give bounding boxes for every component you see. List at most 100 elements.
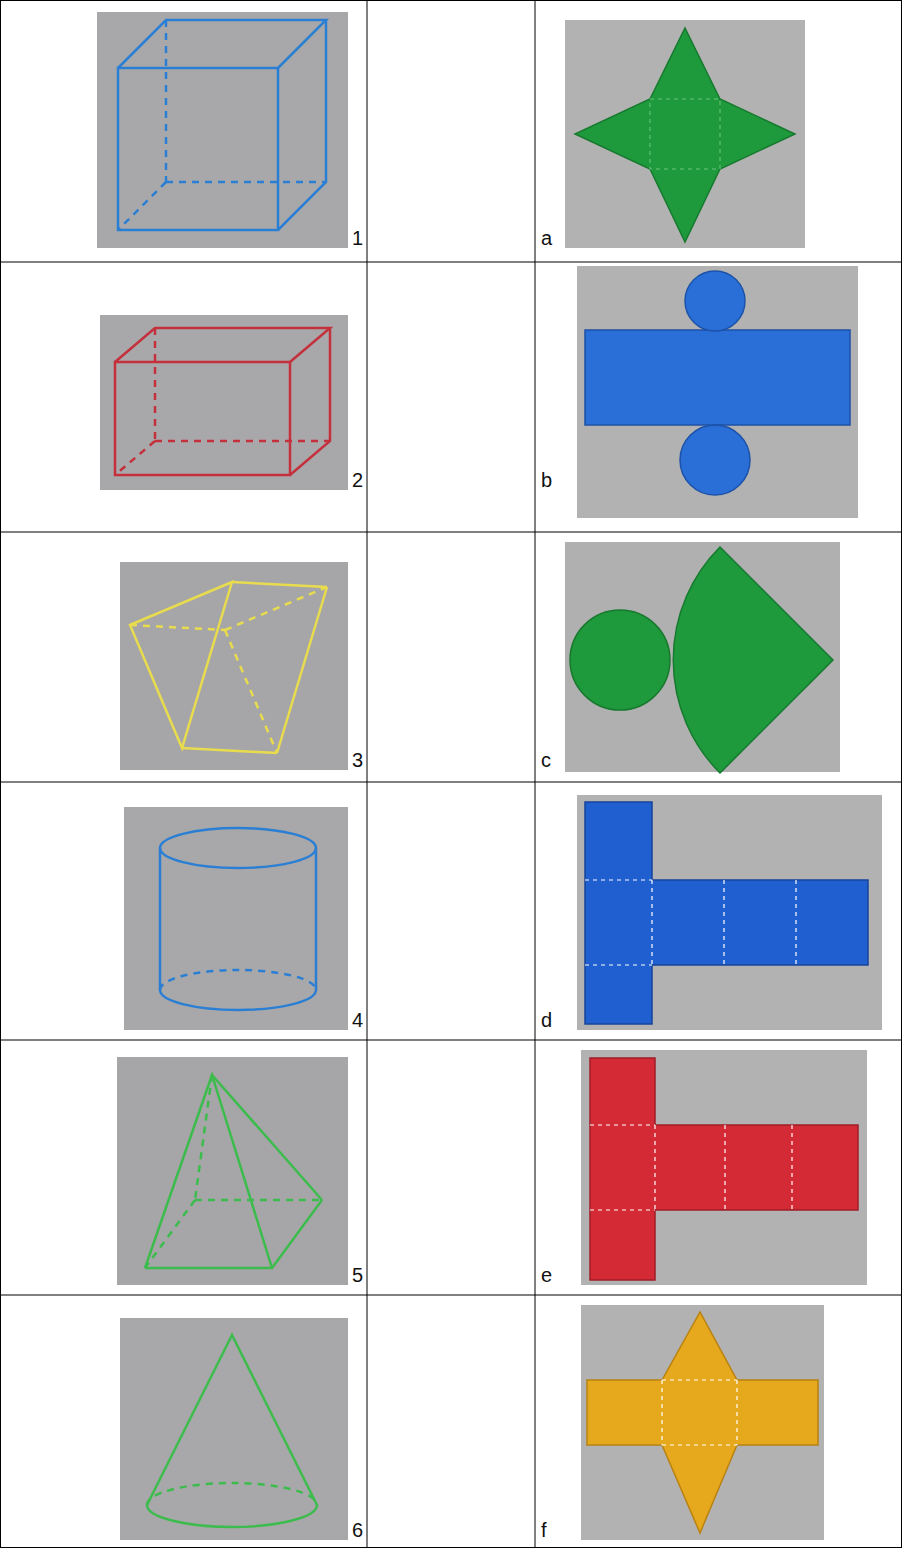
hidden-edges — [118, 20, 326, 230]
photo-ground — [117, 1057, 348, 1285]
prism-edge — [232, 582, 327, 587]
photo-ground — [120, 1318, 348, 1540]
photo-grounds — [97, 12, 882, 1540]
cylinder-edge — [160, 990, 316, 1010]
pyramid-net — [575, 28, 795, 242]
cube-edge — [118, 182, 166, 230]
cylinder-net — [585, 271, 850, 495]
cylinder-edge — [315, 848, 318, 990]
cube-edge — [165, 20, 168, 182]
cube-edge — [278, 20, 326, 230]
hidden-edges — [115, 328, 330, 475]
fold-line — [650, 99, 720, 169]
fold-line — [585, 964, 652, 965]
hidden-edges — [145, 1075, 322, 1268]
fold-line — [736, 1380, 737, 1445]
cuboid-edge — [115, 328, 330, 362]
prism-edge — [225, 630, 277, 753]
fold-line — [724, 1125, 725, 1210]
table-line — [0, 1295, 902, 1296]
net-letter: a — [541, 227, 552, 249]
photo-ground — [565, 542, 840, 772]
prism-drawing — [130, 582, 327, 753]
fold-line — [661, 1380, 662, 1445]
cuboid-edge — [290, 328, 330, 475]
hidden-edges — [130, 587, 327, 753]
photo-ground — [581, 1305, 824, 1540]
shape-number: 6 — [352, 1519, 363, 1541]
fold-line — [590, 1209, 655, 1210]
cone-drawing — [147, 1335, 317, 1527]
pyramid-drawing — [145, 1075, 322, 1268]
cuboid-edge — [155, 440, 330, 443]
net-piece — [570, 610, 670, 710]
net-piece — [575, 28, 795, 242]
net-piece — [587, 1312, 818, 1533]
cone-edge — [147, 1335, 317, 1505]
fold-line — [590, 1125, 792, 1210]
prism-edge — [130, 625, 225, 630]
shape-number: 5 — [352, 1264, 363, 1286]
prism-edge — [277, 587, 327, 753]
net-piece — [590, 1058, 858, 1280]
cuboid-drawing — [115, 328, 330, 475]
photo-ground — [577, 266, 858, 518]
cuboid-edge — [115, 362, 290, 475]
net-piece — [585, 802, 868, 1024]
cube-net — [585, 802, 868, 1024]
cone-net — [570, 547, 833, 773]
net-piece — [585, 330, 850, 425]
hidden-edges — [147, 1483, 317, 1505]
fold-line — [791, 1125, 792, 1210]
table-line — [367, 0, 368, 1548]
net-letter: c — [541, 749, 551, 771]
cylinder-edge — [160, 828, 316, 868]
fold-line — [585, 880, 796, 965]
shape-number: 2 — [352, 469, 363, 491]
net-letter: d — [541, 1009, 552, 1031]
cylinder-drawing — [160, 828, 316, 1010]
cube-edge — [118, 68, 278, 230]
cylinder-edge — [159, 848, 162, 990]
fold-line — [585, 879, 652, 880]
shape-number: 1 — [352, 227, 363, 249]
fold-line — [662, 1379, 737, 1380]
cuboid-edge — [154, 328, 157, 441]
table-line — [0, 1040, 902, 1041]
fold-line — [723, 880, 724, 965]
cube-drawing — [118, 20, 326, 230]
pyramid-edge — [145, 1075, 272, 1268]
fold-line — [662, 1444, 737, 1445]
cone-edge — [147, 1505, 317, 1527]
cube-edge — [118, 20, 326, 68]
photo-ground — [581, 1050, 867, 1285]
fold-line — [654, 1125, 655, 1210]
table-line — [0, 782, 902, 783]
prism-net — [587, 1312, 818, 1533]
photo-ground — [97, 12, 348, 248]
photo-ground — [577, 795, 882, 1030]
prism-edge — [182, 748, 277, 753]
net-piece — [680, 425, 750, 495]
photo-ground — [100, 315, 348, 490]
table-line — [535, 0, 536, 1548]
fold-line — [651, 880, 652, 965]
net-letter: b — [541, 469, 552, 491]
pyramid-edge — [145, 1200, 195, 1268]
pyramid-edge — [145, 1200, 322, 1268]
photo-ground — [124, 807, 348, 1030]
shape-number: 4 — [352, 1009, 363, 1031]
pyramid-edge — [212, 1075, 322, 1200]
cuboid-edge — [115, 441, 155, 475]
hidden-edges — [160, 970, 316, 990]
pyramid-edge — [195, 1075, 212, 1200]
net-piece — [673, 547, 833, 773]
fold-line — [795, 880, 796, 965]
prism-edge — [225, 587, 327, 630]
photo-ground — [120, 562, 348, 770]
table-line — [0, 262, 902, 263]
